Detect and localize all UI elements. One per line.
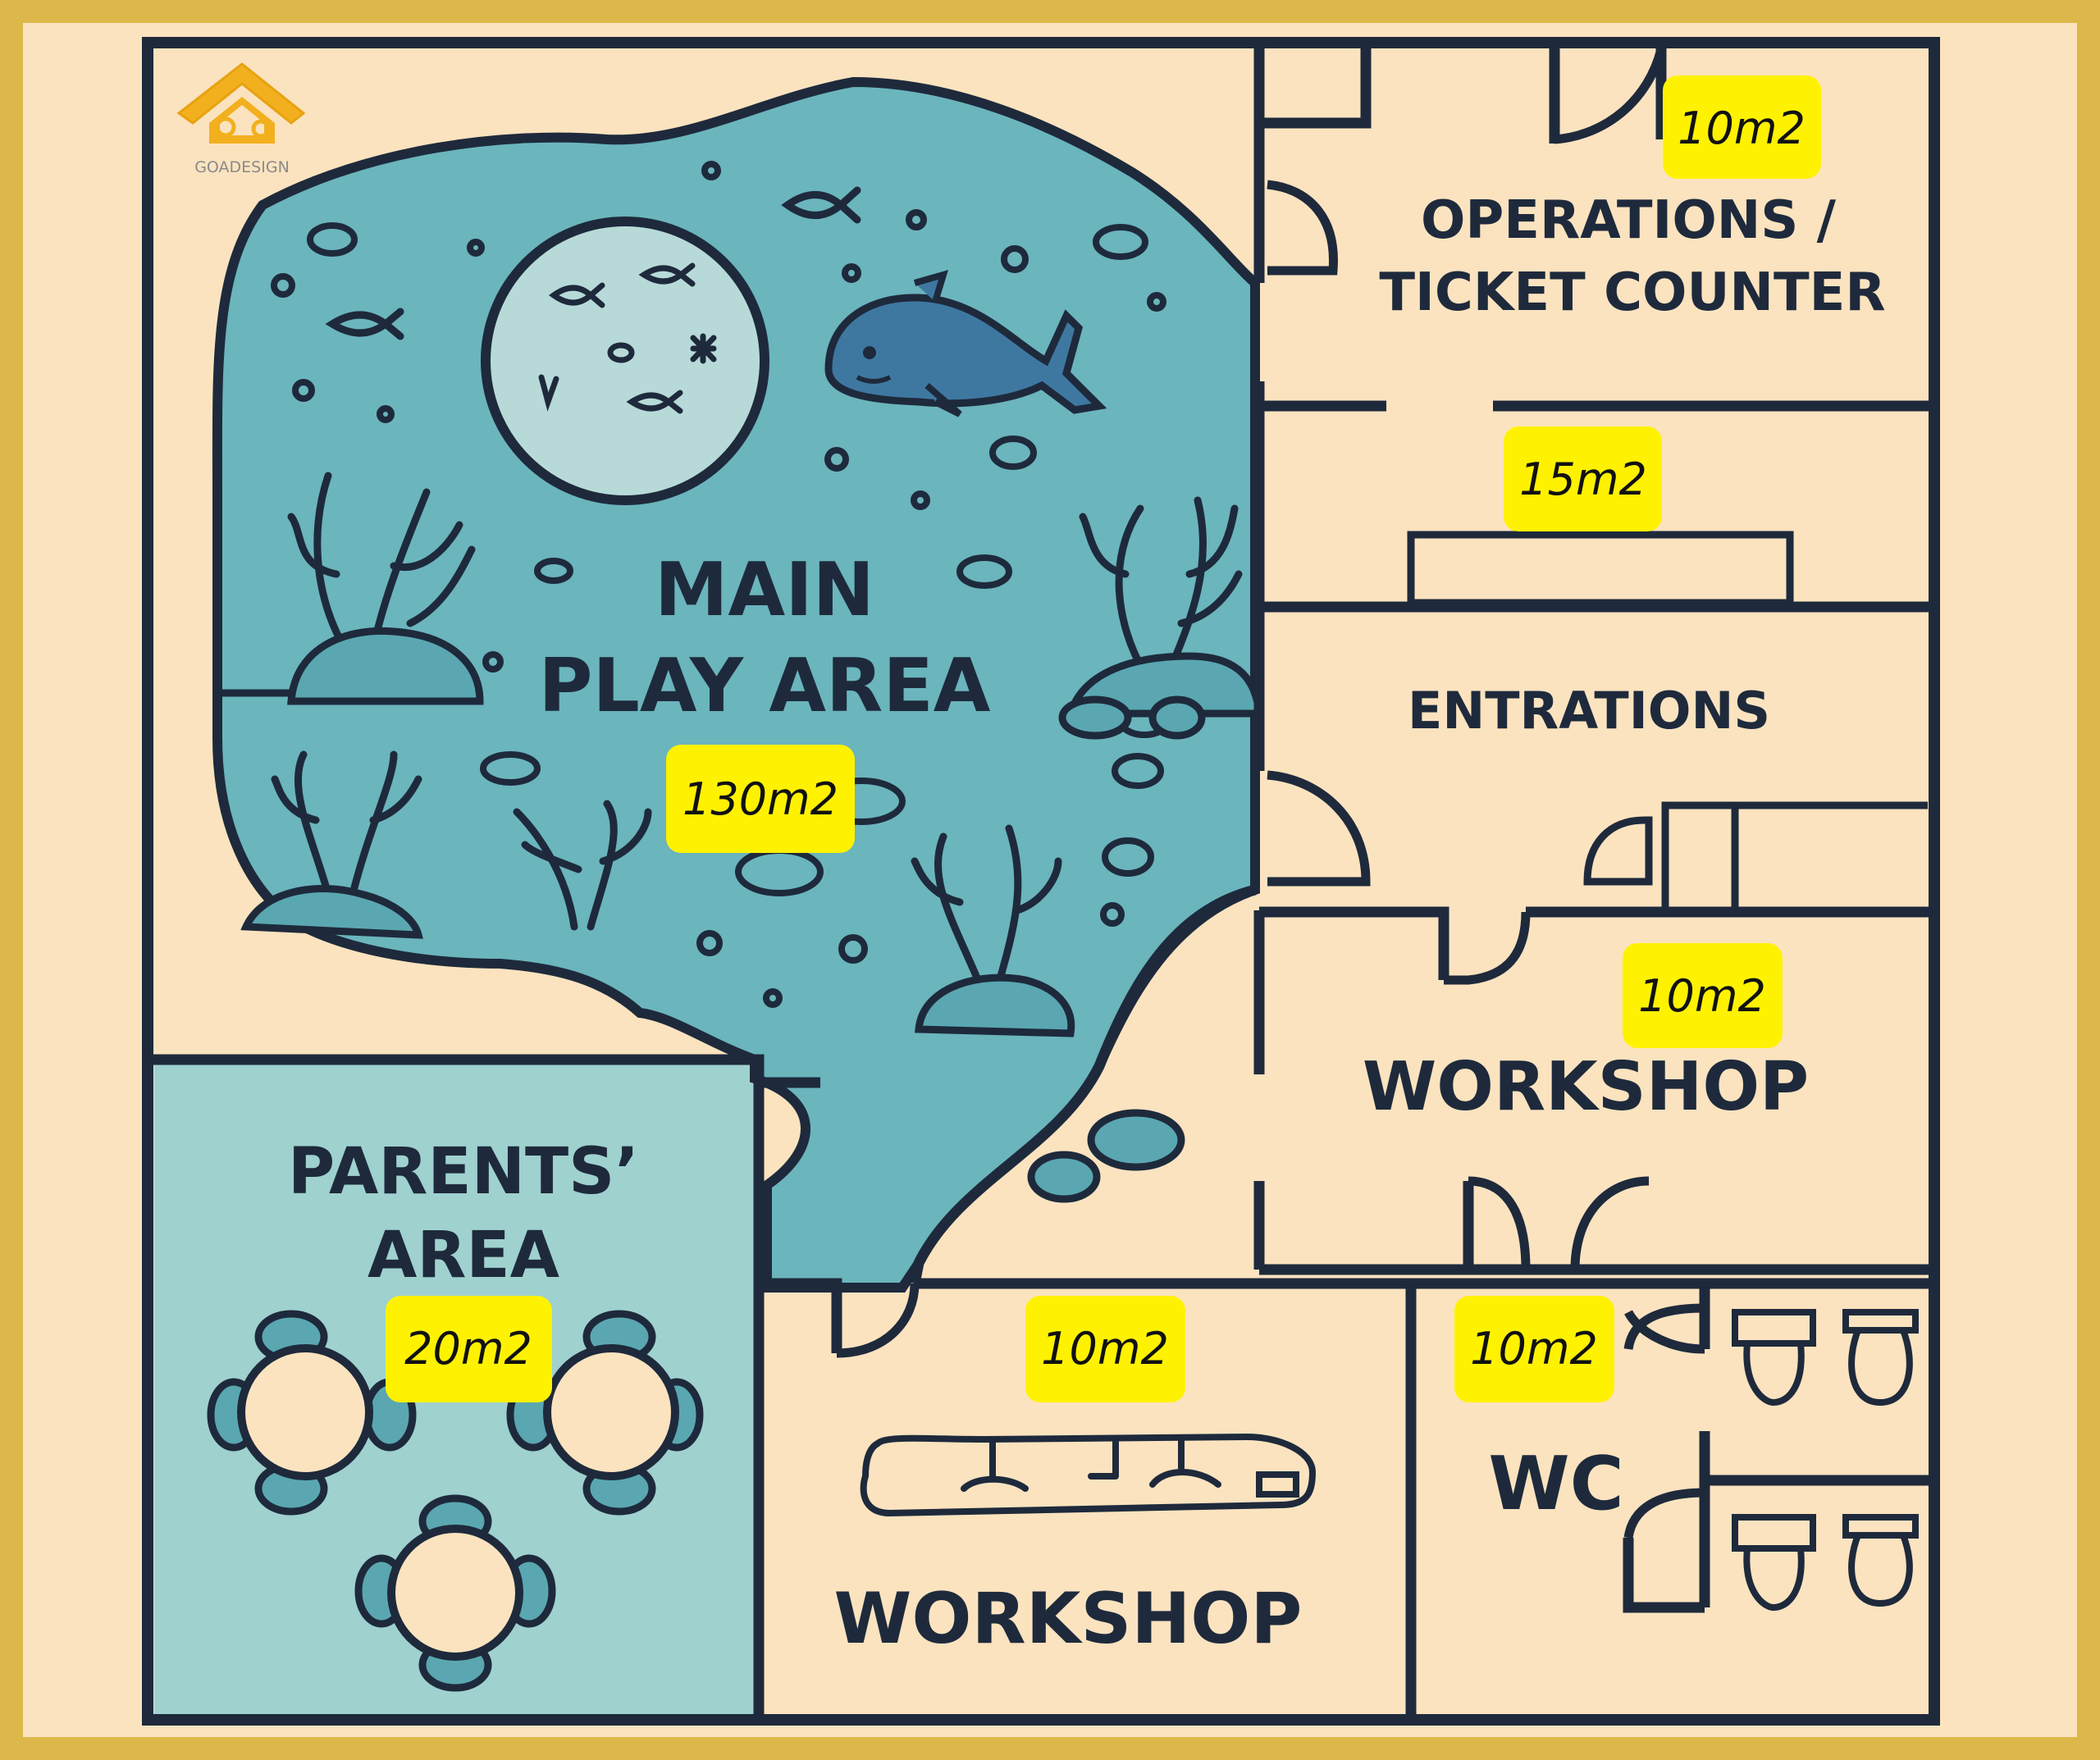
- entrations-title: ENTRATIONS: [1408, 681, 1770, 741]
- area-tag-counter-text: 15m2: [1519, 454, 1647, 505]
- rocks: [240, 627, 1263, 1203]
- fish-icon: [325, 308, 404, 340]
- main-play-area-title-line1: MAIN: [655, 547, 874, 633]
- fish-icon: [638, 262, 696, 287]
- door-icon: [1623, 1488, 1705, 1539]
- outer-wall: [142, 37, 1940, 1726]
- walls: [148, 48, 1932, 1720]
- area-tag-parents: 20m2: [386, 1296, 552, 1402]
- locker-unit: [1583, 801, 1928, 912]
- door-icon: [1267, 180, 1338, 276]
- fish-icon: [549, 282, 605, 308]
- parents-area-title-line2: AREA: [368, 1219, 559, 1293]
- workbench: [860, 1433, 1317, 1517]
- whale-icon: [824, 270, 1107, 417]
- area-tag-operations: 10m2: [1663, 75, 1821, 179]
- toilet-icon: [1732, 1514, 1816, 1612]
- coral-icon: [287, 472, 476, 652]
- area-tag-operations-text: 10m2: [1678, 103, 1806, 154]
- bubble-icon: [607, 342, 635, 363]
- operations-title-line2: TICKET COUNTER: [1379, 262, 1885, 323]
- coral-icon: [1079, 496, 1243, 677]
- brand-logo-text: GOADESIGN: [194, 158, 290, 176]
- round-table: [543, 1344, 679, 1480]
- door-icon: [1444, 911, 1531, 985]
- seaweed-icon: [538, 374, 559, 412]
- workshop-right-title: WORKSHOP: [1363, 1048, 1809, 1126]
- round-table: [387, 1525, 523, 1661]
- door-swings: [836, 48, 1705, 1539]
- area-tag-workshop-right-text: 10m2: [1638, 970, 1766, 1022]
- door-icon: [1267, 770, 1371, 887]
- starfish-icon: [690, 333, 717, 364]
- area-tag-wc-text: 10m2: [1470, 1323, 1598, 1375]
- area-tag-main: 130m2: [666, 745, 855, 853]
- door-icon: [836, 1283, 920, 1358]
- fish-icon: [626, 390, 683, 414]
- fish-icon: [781, 186, 861, 224]
- area-tag-counter: 15m2: [1504, 426, 1662, 531]
- coral-icon: [271, 750, 422, 898]
- table-group: [207, 1310, 704, 1692]
- door-icon: [1624, 1310, 1705, 1354]
- workshop-bottom-title: WORKSHOP: [834, 1578, 1303, 1660]
- coral-icon: [513, 800, 652, 931]
- play-area-boundary: [909, 884, 1257, 1285]
- parents-area-title-line1: PARENTS’: [288, 1135, 639, 1209]
- area-tag-workshop-bottom: 10m2: [1025, 1296, 1185, 1402]
- sink-icon: [1842, 1309, 1919, 1407]
- door-icon: [1623, 1303, 1705, 1351]
- sink-icon: [1842, 1514, 1919, 1607]
- toilet-icon: [1732, 1309, 1816, 1407]
- area-tag-workshop-bottom-text: 10m2: [1041, 1323, 1169, 1375]
- area-tag-parents-text: 20m2: [404, 1323, 532, 1375]
- area-tag-main-text: 130m2: [682, 773, 838, 825]
- wc-title: WC: [1488, 1441, 1623, 1527]
- door-icon: [1468, 1176, 1531, 1270]
- coral-icon: [911, 824, 1062, 980]
- main-play-area-title-line2: PLAY AREA: [539, 643, 991, 729]
- area-tag-workshop-right: 10m2: [1623, 943, 1783, 1048]
- goa-design-logo-icon: [176, 62, 306, 144]
- operations-title-line1: OPERATIONS /: [1421, 190, 1837, 251]
- area-tag-wc: 10m2: [1454, 1296, 1614, 1402]
- door-icon: [1570, 1176, 1650, 1270]
- toilet-fixtures: [1732, 1309, 1919, 1612]
- round-table: [237, 1344, 373, 1480]
